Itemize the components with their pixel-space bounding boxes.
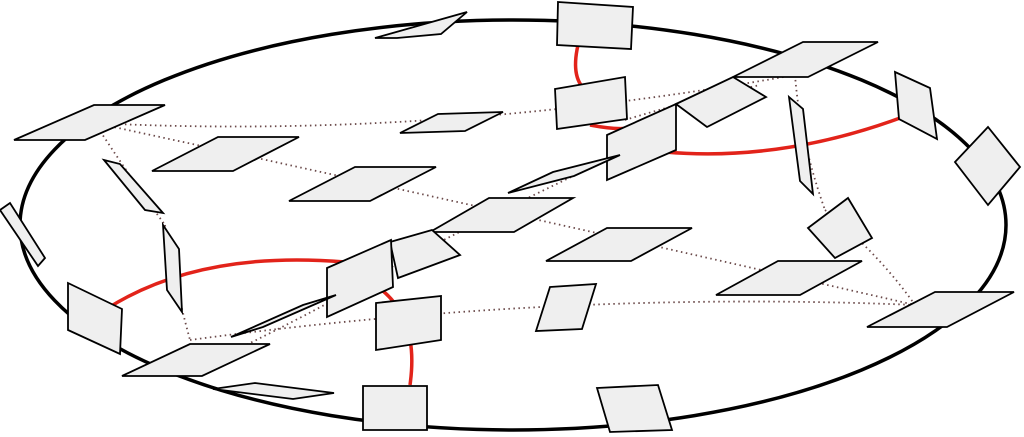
red-link <box>664 116 901 156</box>
tile <box>288 166 437 202</box>
tile <box>606 102 677 182</box>
tile <box>67 281 123 356</box>
tile <box>787 94 815 197</box>
tile <box>212 382 335 400</box>
tile <box>121 343 271 377</box>
tile <box>545 227 693 262</box>
tile <box>554 75 628 131</box>
tile <box>715 260 863 296</box>
tile <box>326 238 394 319</box>
tile <box>0 201 47 268</box>
tile <box>151 136 300 172</box>
tile <box>374 11 468 39</box>
tile <box>866 291 1015 328</box>
tile <box>732 41 879 78</box>
tile <box>893 70 939 141</box>
tile <box>13 104 166 141</box>
dotted-link <box>164 224 191 341</box>
tile <box>507 154 621 194</box>
dotted-link <box>94 74 796 128</box>
tile <box>388 228 462 280</box>
tile <box>556 1 634 50</box>
tile <box>806 196 874 260</box>
tile <box>362 385 428 431</box>
tile <box>375 294 442 352</box>
tile <box>595 384 674 433</box>
tile <box>101 158 166 215</box>
red-link <box>107 258 346 310</box>
tile <box>953 125 1022 207</box>
tile <box>399 111 504 134</box>
tile <box>230 294 337 338</box>
dotted-link <box>189 300 916 341</box>
tile <box>534 283 598 332</box>
tile <box>161 221 184 316</box>
tile <box>674 75 768 129</box>
tile <box>426 197 577 233</box>
dotted-link <box>624 84 761 121</box>
